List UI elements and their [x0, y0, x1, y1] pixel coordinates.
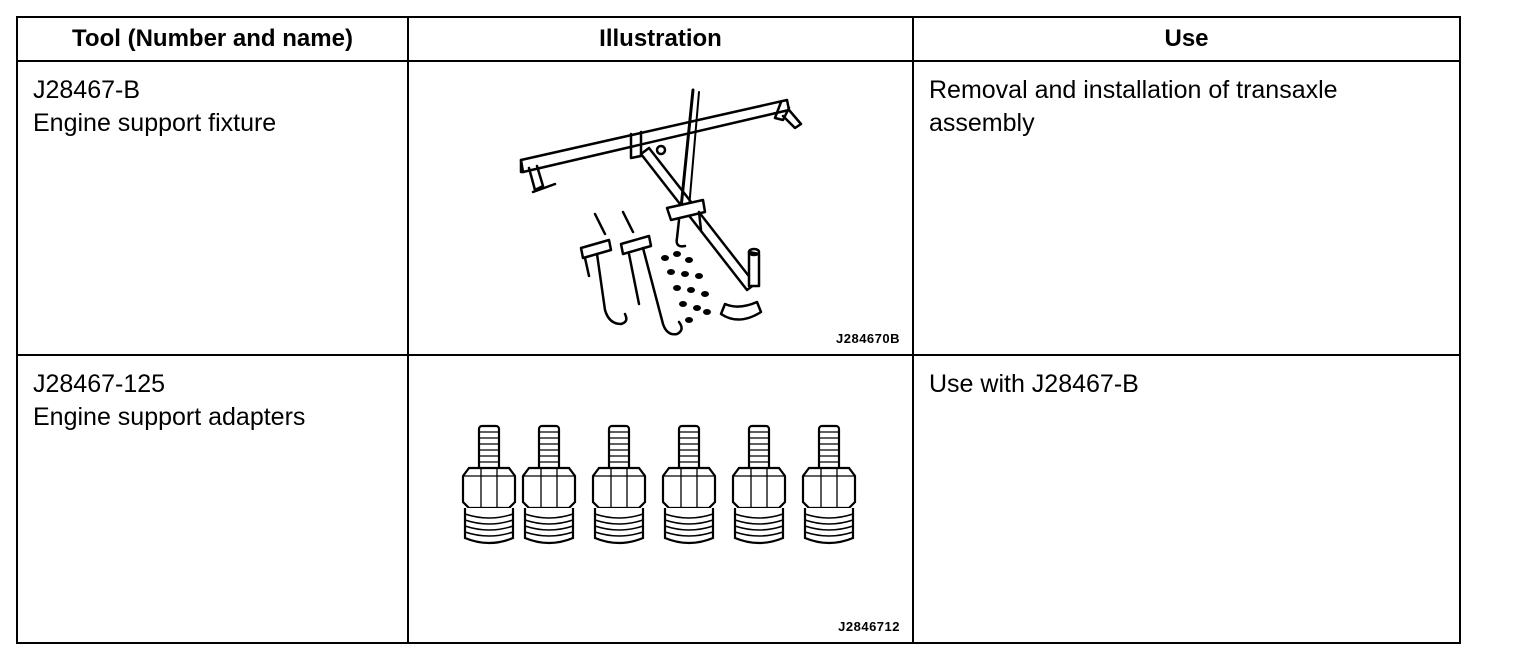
engine-support-fixture-illustration: [519, 88, 803, 336]
tool-number: J28467-B: [33, 76, 141, 104]
table-row: J28467-B Engine support fixture: [16, 60, 1461, 356]
header-illustration: Illustration: [407, 16, 914, 62]
adapter-part: [461, 424, 517, 545]
illustration-id: J284670B: [836, 331, 900, 346]
adapter-part: [731, 424, 787, 545]
use-text-line: Removal and installation of transaxle: [929, 76, 1338, 104]
engine-support-adapters-illustration: [461, 424, 857, 545]
use-text-line: assembly: [929, 109, 1035, 137]
tool-cell: J28467-125 Engine support adapters: [16, 354, 409, 644]
adapter-part: [521, 424, 577, 545]
illustration-cell: J284670B: [407, 60, 914, 356]
tool-name: Engine support adapters: [33, 403, 306, 431]
use-cell: Removal and installation of transaxle as…: [912, 60, 1461, 356]
tool-cell: J28467-B Engine support fixture: [16, 60, 409, 356]
adapter-part: [661, 424, 717, 545]
tool-number: J28467-125: [33, 370, 166, 398]
illustration-id: J2846712: [838, 619, 900, 634]
table-header-row: Tool (Number and name) Illustration Use: [16, 16, 1461, 62]
tool-name: Engine support fixture: [33, 109, 277, 137]
table-row: J28467-125 Engine support adapters: [16, 354, 1461, 644]
use-cell: Use with J28467-B: [912, 354, 1461, 644]
header-use: Use: [912, 16, 1461, 62]
special-tools-table: Tool (Number and name) Illustration Use …: [16, 16, 1461, 644]
adapter-part: [591, 424, 647, 545]
use-text-line: Use with J28467-B: [929, 370, 1139, 398]
adapter-part: [801, 424, 857, 545]
illustration-cell: J2846712: [407, 354, 914, 644]
header-tool: Tool (Number and name): [16, 16, 409, 62]
